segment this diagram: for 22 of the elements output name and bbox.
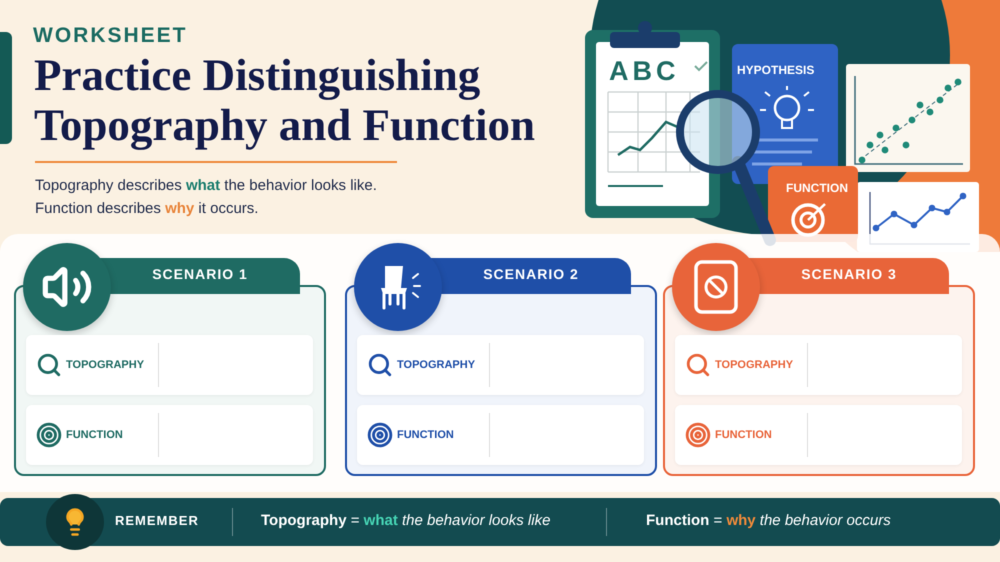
row-label: FUNCTION (66, 429, 124, 441)
worksheet-label: WORKSHEET (33, 24, 188, 48)
row-label: FUNCTION (397, 429, 455, 441)
answer-row (357, 405, 644, 465)
subtitle-text: Topography describes what the behavior looks like. (35, 177, 377, 194)
answer-row (675, 405, 962, 465)
reminder-text: Topography = what the behavior looks like (261, 512, 550, 529)
row-label: TOPOGRAPHY (397, 359, 476, 371)
answer-row (26, 335, 313, 395)
answer-row (675, 335, 962, 395)
reminder-text: Function = why the behavior occurs (646, 512, 891, 529)
subtitle-text: Function describes why it occurs. (35, 200, 258, 217)
title: Practice Distinguishing Topography and Function (34, 50, 536, 150)
clipboard-letters: ABC (609, 56, 680, 87)
row-label: TOPOGRAPHY (715, 359, 794, 371)
card-title: FUNCTION (786, 181, 848, 195)
row-label: FUNCTION (715, 429, 773, 441)
answer-row (26, 405, 313, 465)
answer-row (357, 335, 644, 395)
remember-label: REMEMBER (115, 513, 199, 528)
document-title: HYPOTHESIS (737, 63, 814, 77)
row-label: TOPOGRAPHY (66, 359, 146, 371)
